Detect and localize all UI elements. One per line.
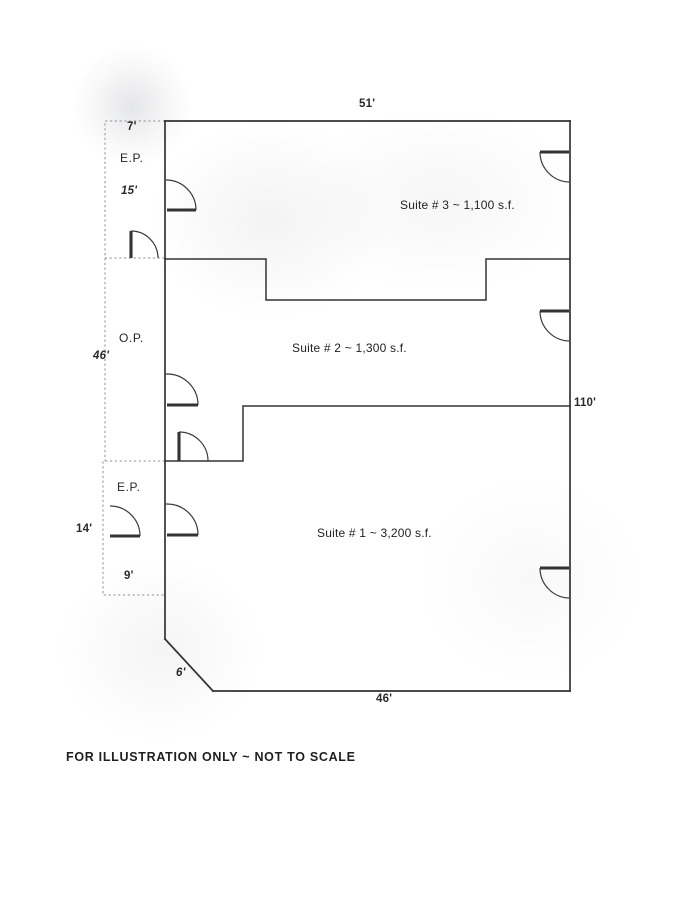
dimension-open-patio-height: 46' <box>93 350 110 362</box>
lower-patio-outline <box>102 460 165 596</box>
door-right-suite1 <box>539 566 570 599</box>
dimension-lower-patio-height: 14' <box>76 523 93 535</box>
exterior-wall-chamfer <box>163 637 215 693</box>
dimension-bottom: 46' <box>376 693 393 705</box>
door-lower-patio <box>109 505 141 538</box>
dimension-top: 51' <box>359 98 376 110</box>
suite-2-label: Suite # 2 ~ 1,300 s.f. <box>292 341 407 355</box>
upper-patio-outline <box>104 120 165 259</box>
door-right-suite3 <box>539 150 570 183</box>
suite-3-label: Suite # 3 ~ 1,100 s.f. <box>400 198 515 212</box>
dimension-chamfer: 6' <box>176 667 186 679</box>
patio-dashed-outlines <box>102 120 165 596</box>
door-left-suite3 <box>165 179 197 212</box>
wall-suite3-suite2 <box>164 258 571 301</box>
door-left-suite1 <box>165 503 199 537</box>
wall-suite2-suite1 <box>164 405 571 462</box>
suite-1-label: Suite # 1 ~ 3,200 s.f. <box>317 526 432 540</box>
dimension-lower-patio-width: 9' <box>124 570 134 582</box>
door-left-suite2 <box>165 373 199 407</box>
tag-open-patio: O.P. <box>119 331 144 345</box>
illustration-disclaimer: FOR ILLUSTRATION ONLY ~ NOT TO SCALE <box>66 750 356 764</box>
tag-enclosed-patio-lower: E.P. <box>117 480 141 494</box>
door-upper-patio <box>129 230 159 259</box>
dimension-upper-patio-height: 15' <box>121 185 138 197</box>
dimension-upper-patio-width: 7' <box>127 121 137 133</box>
tag-enclosed-patio-upper: E.P. <box>120 151 144 165</box>
door-right-suite2 <box>539 309 570 342</box>
interior-demising-walls <box>164 258 571 462</box>
dimension-right: 110' <box>574 397 597 409</box>
door-vestibule <box>177 431 209 462</box>
